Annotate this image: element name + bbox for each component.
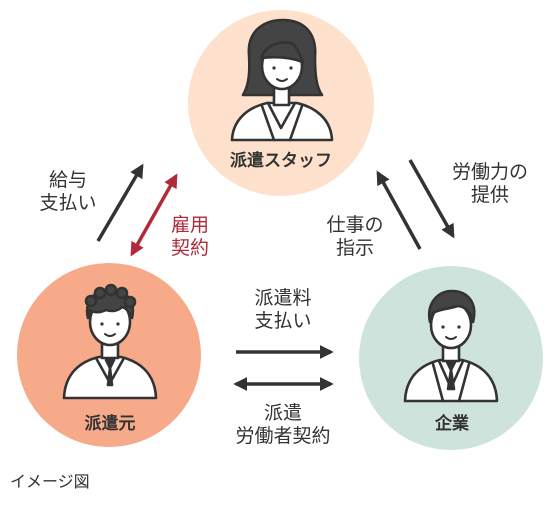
instruction-label-line1: 仕事の xyxy=(326,214,384,236)
contract-label-line2: 労働者契約 xyxy=(235,425,331,448)
fee-label-line1: 派遣料 xyxy=(254,287,312,309)
employment-label-line1: 雇用 xyxy=(170,214,209,236)
salary-label-line2: 支払い xyxy=(39,192,97,215)
fee-label-line2: 支払い xyxy=(254,310,312,333)
salary-label-line1: 給与 xyxy=(48,169,87,191)
employment-arrow xyxy=(130,173,178,257)
contract-label: 派遣 労働者契約 xyxy=(223,402,343,448)
company-person-icon xyxy=(403,289,499,403)
labor-arrow xyxy=(408,159,455,239)
employment-label-line2: 契約 xyxy=(170,237,209,260)
instruction-arrow xyxy=(376,170,422,250)
staff-person-icon xyxy=(230,18,334,142)
employment-label: 雇用 契約 xyxy=(160,214,220,260)
labor-label-line1: 労働力の xyxy=(451,161,528,183)
caption-text: イメージ図 xyxy=(10,472,90,491)
company-label: 企業 xyxy=(435,414,469,434)
labor-label-line2: 提供 xyxy=(470,184,509,207)
instruction-label-line2: 指示 xyxy=(335,237,374,260)
contract-label-line1: 派遣 xyxy=(263,402,302,424)
agency-label: 派遣元 xyxy=(84,414,136,434)
agency-person-icon xyxy=(62,283,158,400)
fee-label: 派遣料 支払い xyxy=(238,287,328,333)
staff-label: 派遣スタッフ xyxy=(230,151,332,171)
salary-label: 給与 支払い xyxy=(28,169,108,215)
labor-label: 労働力の 提供 xyxy=(435,161,545,207)
instruction-label: 仕事の 指示 xyxy=(315,214,395,260)
